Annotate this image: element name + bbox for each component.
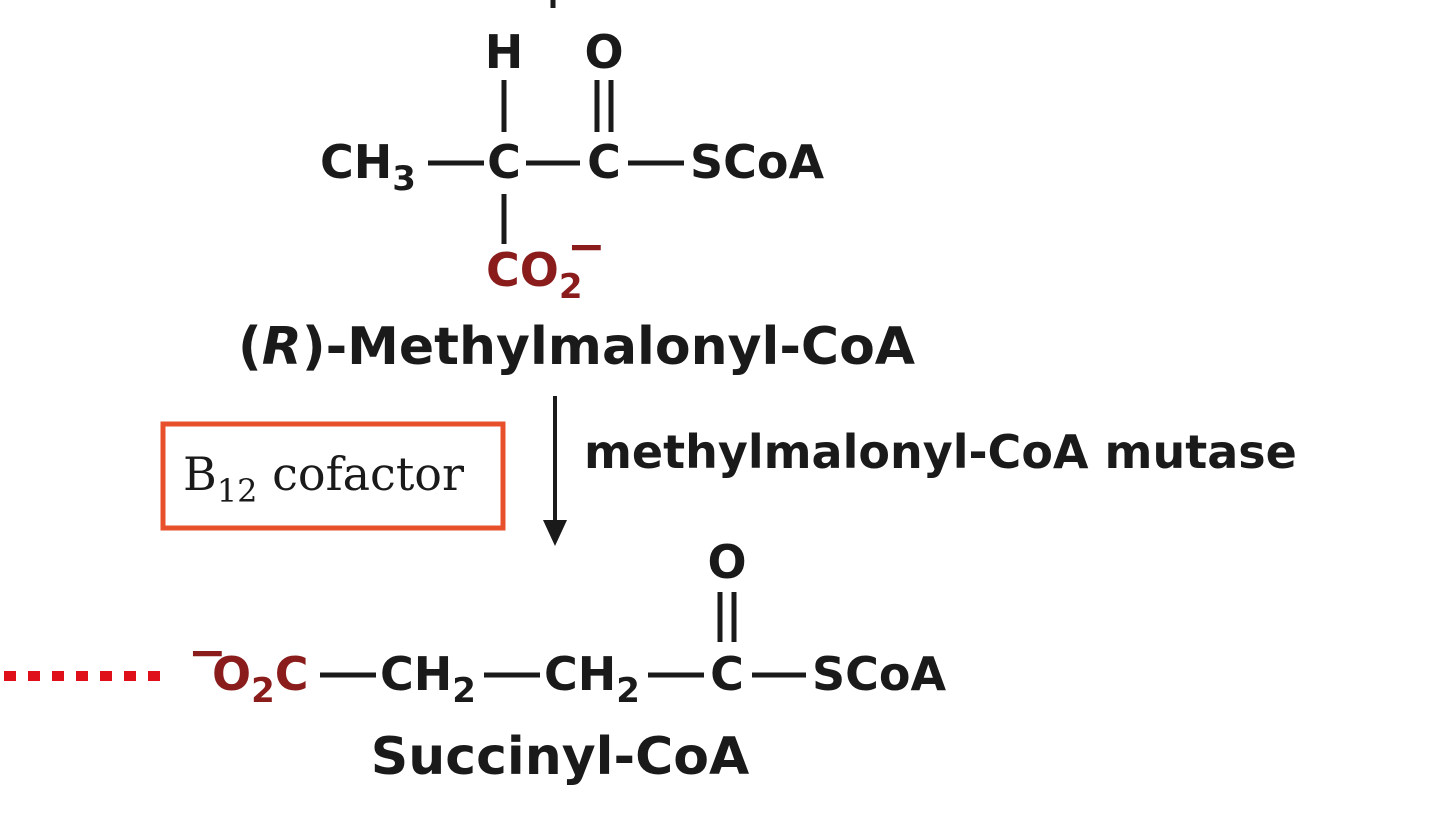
enzyme-label: methylmalonyl-CoA mutase [584, 425, 1297, 479]
succinyl-coa-structure: O − O2C CH2 CH2 C SCoA [4, 535, 946, 711]
cofactor-box [160, 421, 506, 531]
group-ch3: CH3 [320, 135, 416, 199]
methylmalonyl-coa-name: (R)-Methylmalonyl-CoA [238, 317, 915, 377]
atom-o-carbonyl-succinyl: O [707, 535, 746, 589]
group-ch2-b: CH2 [544, 647, 640, 711]
group-scoa: SCoA [690, 135, 824, 189]
succinyl-coa-name: Succinyl-CoA [371, 727, 749, 787]
carboxylate-charge: − [567, 219, 606, 273]
methylmalonyl-coa-structure: H O CH3 C C SCoA CO2 − [320, 25, 824, 307]
atom-c-alpha: C [487, 135, 521, 189]
atom-o-carbonyl: O [584, 25, 623, 79]
group-carboxylate-succinyl: O2C [212, 647, 309, 711]
group-scoa-succinyl: SCoA [812, 647, 946, 701]
group-ch2-a: CH2 [380, 647, 476, 711]
cofactor-label: B12 cofactor [183, 447, 464, 510]
charge-carboxylate-succinyl: − [188, 625, 227, 679]
atom-c-carbonyl: C [587, 135, 621, 189]
atom-h: H [485, 25, 524, 79]
reaction-arrowhead [543, 520, 567, 546]
atom-c-carbonyl-succinyl: C [710, 647, 744, 701]
group-carboxylate: CO2 [486, 243, 583, 307]
